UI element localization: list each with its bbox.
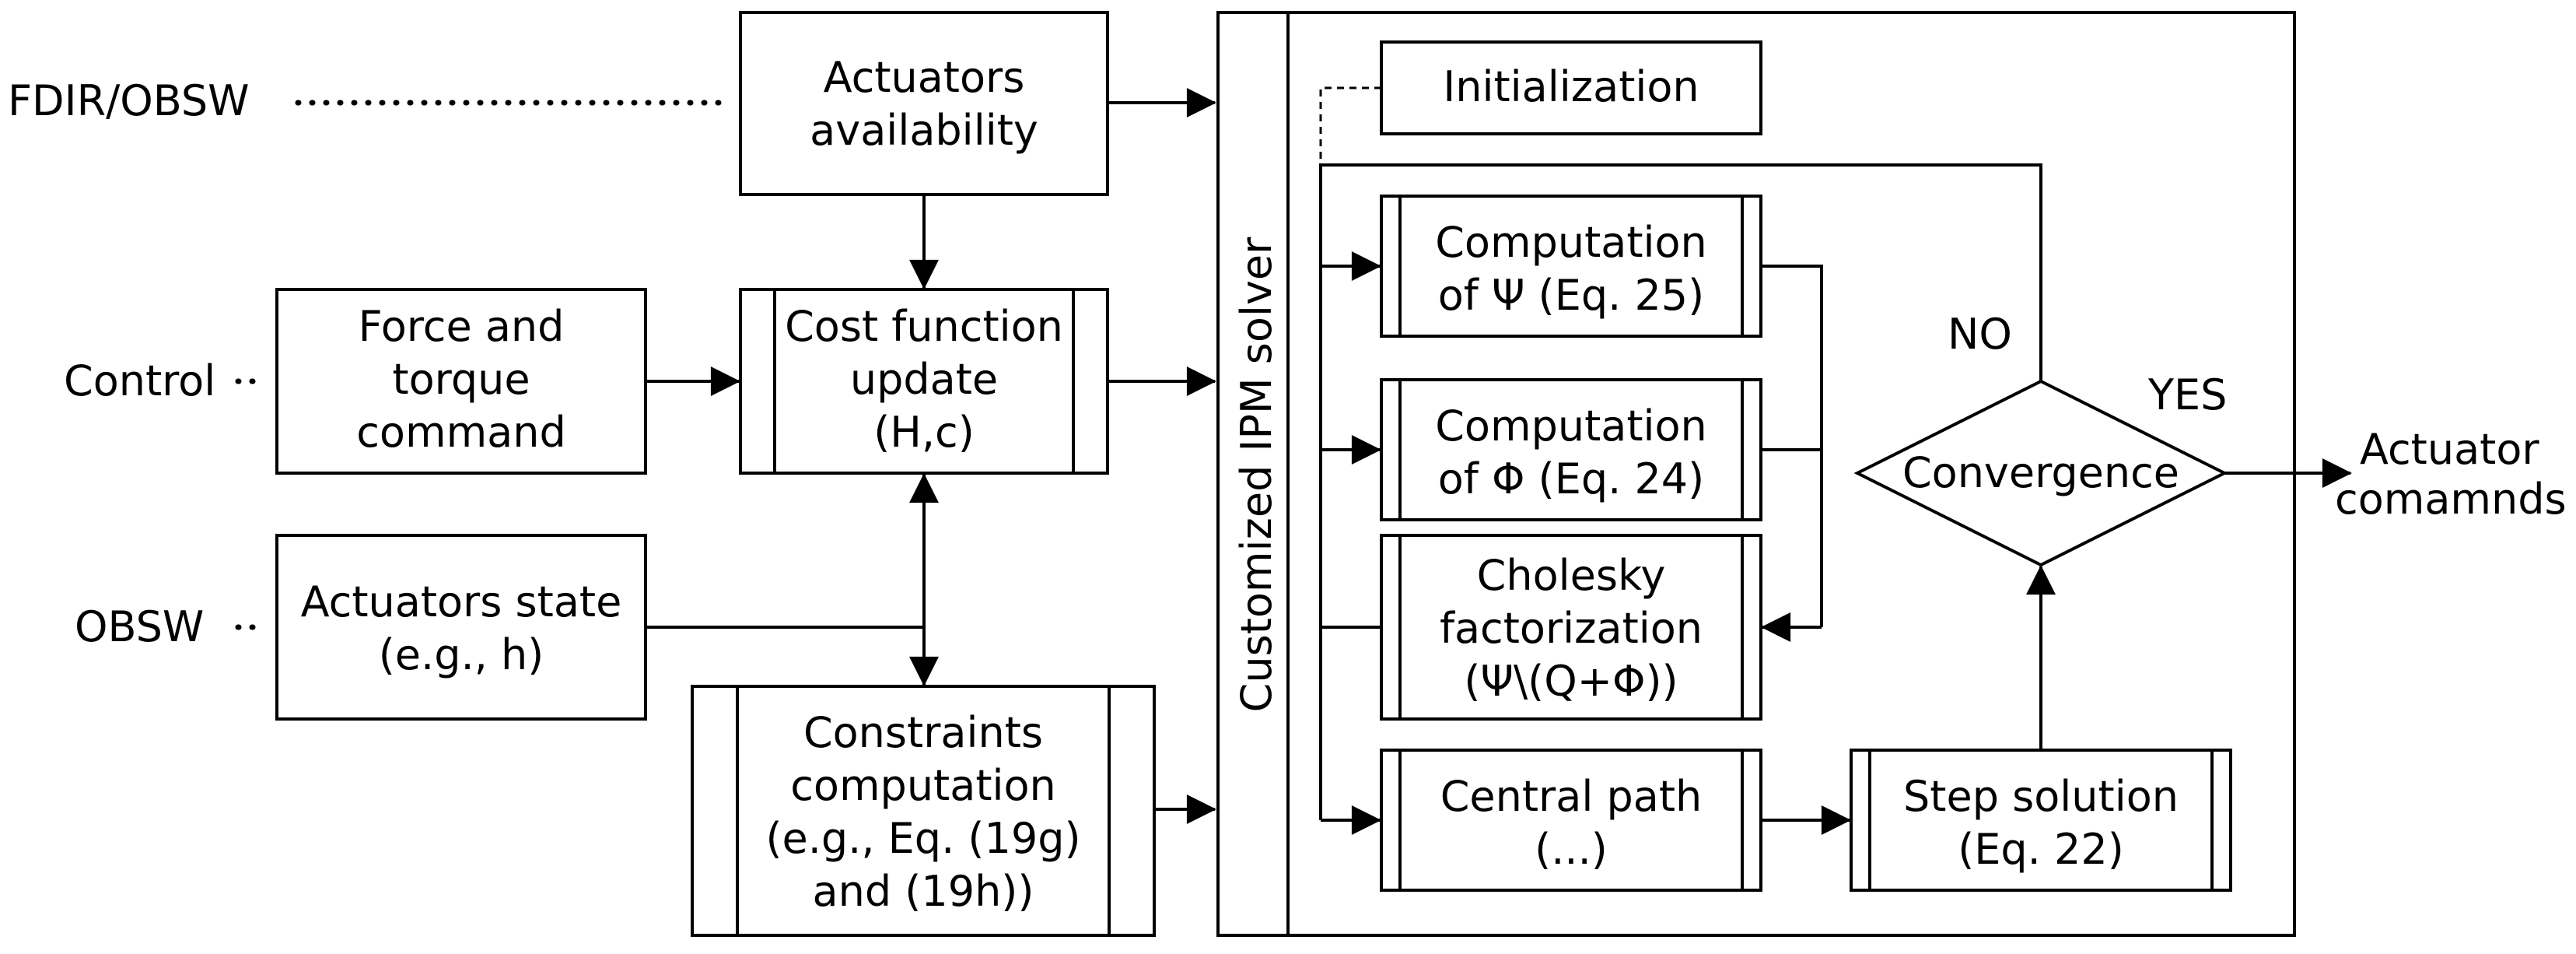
cholesky-line-1: Cholesky — [1477, 551, 1666, 600]
constraints-line-2: computation — [790, 761, 1056, 810]
line-cholesky-to-central — [1319, 626, 1381, 820]
convergence-label: Convergence — [1902, 448, 2179, 497]
convergence-decision: Convergence — [1853, 379, 2228, 567]
cost-function-line-2: update — [850, 355, 998, 404]
step-solution-block: Step solution (Eq. 22) — [1850, 749, 2232, 892]
dashed-link-initialization — [1319, 86, 1381, 165]
cholesky-factorization-block: Cholesky factorization (Ψ\(Q+Φ)) — [1380, 534, 1762, 721]
cost-function-update-block: Cost function update (H,c) — [739, 288, 1109, 475]
cost-function-line-3: (H,c) — [873, 408, 975, 457]
central-path-line-2: (...) — [1535, 825, 1608, 874]
actuators-state-block: Actuators state (e.g., h) — [275, 534, 647, 721]
cost-function-line-1: Cost function — [785, 302, 1063, 351]
step-solution-line-1: Step solution — [1903, 772, 2179, 821]
force-torque-line-1: Force and — [359, 302, 565, 351]
central-path-line-1: Central path — [1440, 772, 1703, 821]
force-torque-line-2: torque — [392, 355, 530, 404]
no-branch-label: NO — [1948, 310, 2012, 359]
central-path-block: Central path (...) — [1380, 749, 1762, 892]
phi-line-2: of Φ (Eq. 24) — [1438, 454, 1704, 503]
psi-line-2: of Ψ (Eq. 25) — [1438, 271, 1704, 320]
availability-line-2: availability — [810, 106, 1038, 155]
availability-line-1: Actuators — [824, 53, 1025, 102]
computation-phi-block: Computation of Φ (Eq. 24) — [1380, 378, 1762, 521]
output-label-line-2: comamnds — [2335, 475, 2567, 524]
actuators-state-line-1: Actuators state — [301, 577, 622, 626]
input-label-fdir-obsw: FDIR/OBSW — [8, 76, 250, 125]
constraints-line-1: Constraints — [803, 708, 1043, 757]
force-torque-command-block: Force and torque command — [275, 288, 647, 475]
actuators-state-line-2: (e.g., h) — [379, 630, 544, 679]
initialization-block: Initialization — [1380, 40, 1762, 135]
constraints-line-4: and (19h)) — [813, 867, 1034, 916]
computation-psi-block: Computation of Ψ (Eq. 25) — [1380, 195, 1762, 338]
cholesky-line-2: factorization — [1440, 604, 1703, 653]
constraints-line-3: (e.g., Eq. (19g) — [765, 814, 1080, 863]
input-label-obsw: OBSW — [75, 602, 204, 651]
solver-title: Customized IPM solver — [1232, 237, 1281, 712]
loop-back-no-path — [1319, 163, 2042, 627]
yes-branch-label: YES — [2147, 370, 2227, 419]
constraints-computation-block: Constraints computation (e.g., Eq. (19g)… — [691, 685, 1156, 937]
cholesky-line-3: (Ψ\(Q+Φ)) — [1464, 657, 1678, 706]
force-torque-line-3: command — [356, 408, 566, 457]
line-psi-to-cholesky — [1761, 265, 1823, 627]
psi-line-1: Computation — [1435, 218, 1707, 267]
phi-line-1: Computation — [1435, 402, 1707, 451]
step-solution-line-2: (Eq. 22) — [1958, 825, 2124, 874]
actuators-availability-block: Actuators availability — [739, 11, 1109, 196]
input-label-control: Control — [64, 356, 215, 405]
output-label-line-1: Actuator — [2360, 425, 2539, 474]
initialization-label: Initialization — [1443, 62, 1699, 111]
